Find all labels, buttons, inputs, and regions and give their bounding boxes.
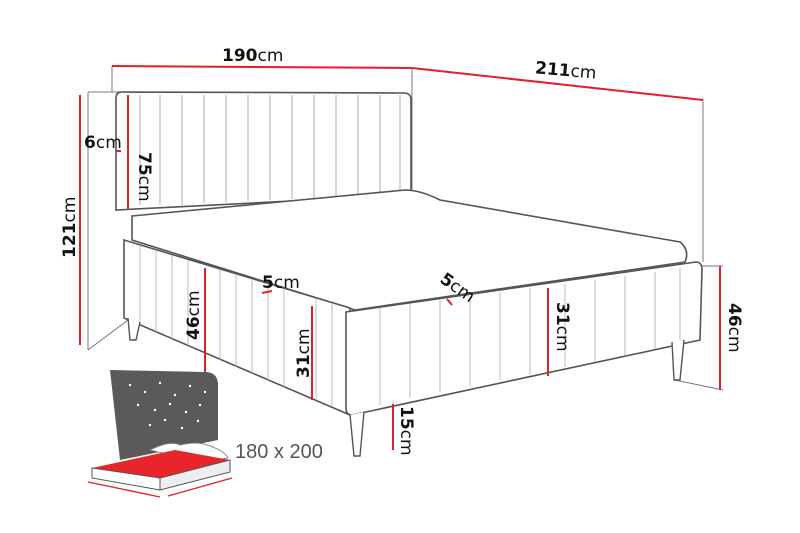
bed-legs [127, 317, 685, 457]
dim-frame-edge-left: 5cm [262, 273, 300, 293]
headboard [115, 91, 412, 211]
dim-frame-height-foot: 46cm [724, 303, 744, 353]
mattress-size-label: 180 x 200 [235, 441, 323, 463]
dim-headboard-thickness: 6cm [84, 133, 122, 153]
dim-frame-height-side: 46cm [184, 290, 204, 340]
dim-side-rail-right: 31cm [552, 302, 572, 352]
dim-leg-height: 15cm [396, 406, 416, 456]
dim-side-rail-left: 31cm [294, 328, 314, 378]
dim-width: 190cm [222, 46, 284, 66]
mattress-size-icon [87, 370, 233, 498]
dim-total-height: 121cm [60, 196, 80, 258]
dim-headboard-height: 75cm [134, 152, 154, 202]
